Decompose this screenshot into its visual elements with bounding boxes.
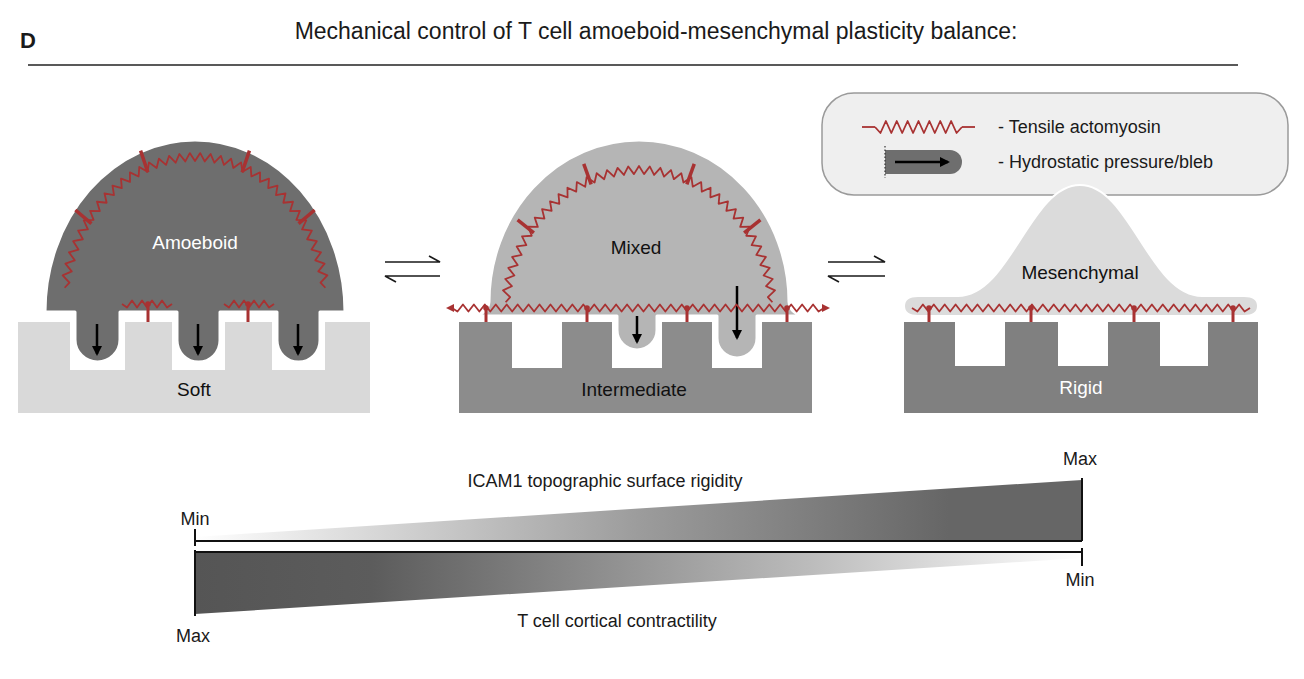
cell-shape: Mixed <box>468 138 810 364</box>
bleb-sample <box>885 150 962 174</box>
cell-label: Amoeboid <box>152 232 238 254</box>
panel-letter: D <box>20 28 36 54</box>
tension-arrowhead <box>822 304 830 312</box>
harpoon-line <box>385 256 440 262</box>
actomyosin-zigzag <box>875 121 962 133</box>
cell-shape-outline <box>902 183 1260 319</box>
bleb-sample-membrane <box>884 146 885 178</box>
scale-end: Min <box>180 509 209 530</box>
outline-group <box>18 322 370 413</box>
substrate-block: Rigid <box>904 322 1258 413</box>
legend-text: - Tensile actomyosin <box>998 117 1161 138</box>
cell-label: Mesenchymal <box>1021 262 1138 284</box>
cell-shape-path <box>470 140 808 358</box>
scale-end: Min <box>1065 570 1094 591</box>
substrate-label: Soft <box>177 379 211 401</box>
cell-shape: Mesenchymal <box>902 183 1260 319</box>
gradient-tick <box>194 550 196 616</box>
legend-text: - Hydrostatic pressure/bleb <box>998 152 1213 173</box>
cell-label: Mixed <box>611 237 662 259</box>
equilibrium-arrow <box>385 256 440 282</box>
scale-end: Max <box>1063 449 1097 470</box>
equilibrium-arrow <box>828 256 885 282</box>
harpoon-line <box>828 276 885 282</box>
cell-shape: Amoeboid <box>43 138 347 366</box>
outline-group <box>45 140 345 362</box>
gradient-axis <box>195 540 1082 542</box>
substrate-block-path <box>18 322 370 413</box>
tension-arrowhead <box>446 304 454 312</box>
substrate-label: Rigid <box>1059 377 1102 399</box>
gradient-tick <box>1081 548 1083 566</box>
outline-group <box>470 140 808 358</box>
substrate-block-outline <box>904 322 1258 413</box>
pressure-arrow-sample <box>895 161 948 164</box>
outline-group <box>904 185 1258 316</box>
outline-group <box>459 322 812 413</box>
legend-box <box>822 93 1288 195</box>
cell-shape-path <box>45 140 345 362</box>
outline-group <box>904 322 1258 413</box>
substrate-block-path <box>459 322 812 413</box>
gradient-label: ICAM1 topographic surface rigidity <box>467 471 742 492</box>
gradient-tick <box>194 529 196 546</box>
actomyosin-zigzag <box>962 126 975 128</box>
gradient-tick <box>1081 478 1083 541</box>
substrate-block-path <box>904 322 1258 413</box>
scale-end: Max <box>176 626 210 647</box>
title-rule <box>28 64 1238 66</box>
substrate-label: Intermediate <box>581 379 687 401</box>
cell-shape-path <box>904 185 1258 316</box>
actomyosin-zigzag <box>862 126 875 128</box>
harpoon-line <box>385 276 440 282</box>
gradient-axis <box>195 551 1082 553</box>
gradient-label: T cell cortical contractility <box>517 611 717 632</box>
harpoon-line <box>828 256 885 262</box>
contractility-gradient-wedge <box>195 553 1082 614</box>
figure-title: Mechanical control of T cell amoeboid-me… <box>8 18 1304 45</box>
